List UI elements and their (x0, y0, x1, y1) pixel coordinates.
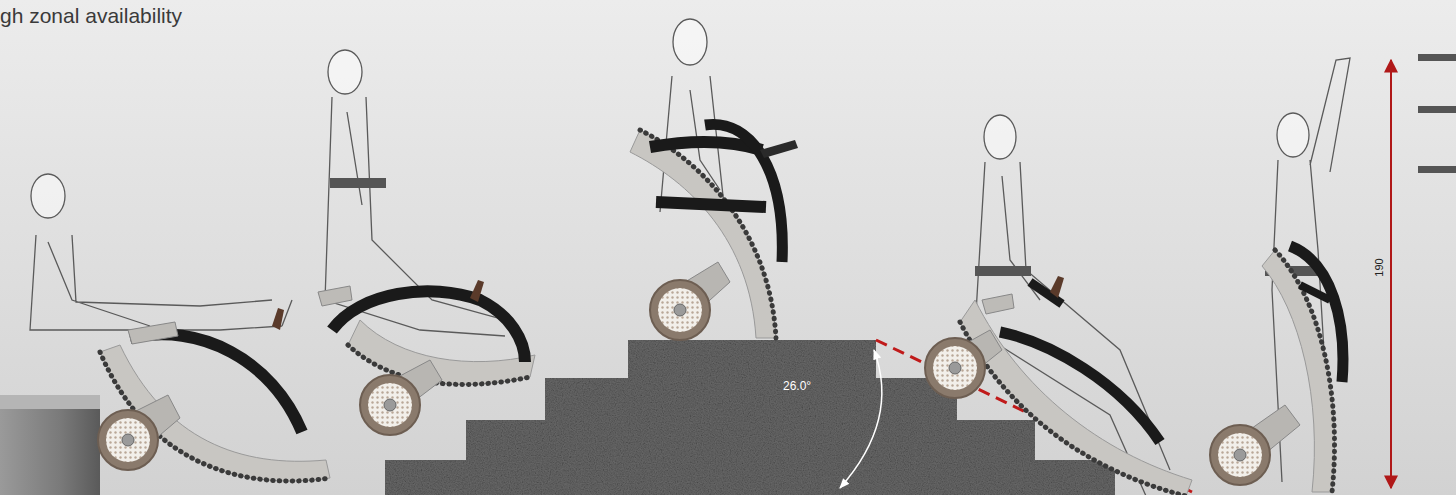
track-frame (960, 300, 1192, 495)
dimension-value: 190 (1374, 258, 1385, 276)
chest-strap (330, 178, 386, 188)
wheel (650, 280, 710, 340)
person-outline (30, 235, 292, 330)
height-dimension (1390, 60, 1392, 488)
wheel (98, 410, 158, 470)
level-bar (1418, 166, 1456, 173)
chest-strap (975, 266, 1031, 276)
chair-seat (982, 294, 1014, 314)
person-head (328, 50, 362, 94)
angle-arc (840, 350, 882, 488)
handle (272, 308, 284, 330)
figure-reaching (1210, 58, 1350, 492)
person-head (1277, 113, 1309, 157)
person-head (673, 19, 707, 65)
chair-frame (656, 202, 766, 207)
person-head (984, 115, 1016, 159)
heading: gh zonal availability (0, 4, 182, 28)
figure-seated (30, 174, 330, 481)
chair-frame (650, 142, 762, 150)
chair-seat (318, 286, 352, 306)
figure-standing (630, 19, 798, 340)
wheel (1210, 425, 1270, 485)
figure-descending (925, 115, 1192, 495)
figure-reclined (318, 50, 535, 435)
angle-value: 26.0° (783, 380, 811, 392)
track-frame (348, 320, 535, 384)
level-bar (1418, 106, 1456, 113)
wheel (925, 338, 985, 398)
pedestal (0, 395, 100, 495)
person-head (31, 174, 65, 218)
wheel (360, 375, 420, 435)
chair-seat (128, 322, 178, 344)
level-bar (1418, 54, 1456, 61)
chair-frame (1000, 332, 1160, 442)
handle (1050, 276, 1064, 298)
chair-frame (1290, 246, 1343, 382)
handle (760, 140, 798, 158)
handle (470, 280, 484, 302)
chair-frame (332, 291, 525, 362)
chair-frame (705, 124, 782, 262)
chair-frame (1300, 285, 1330, 300)
pedestal-top (0, 395, 100, 409)
